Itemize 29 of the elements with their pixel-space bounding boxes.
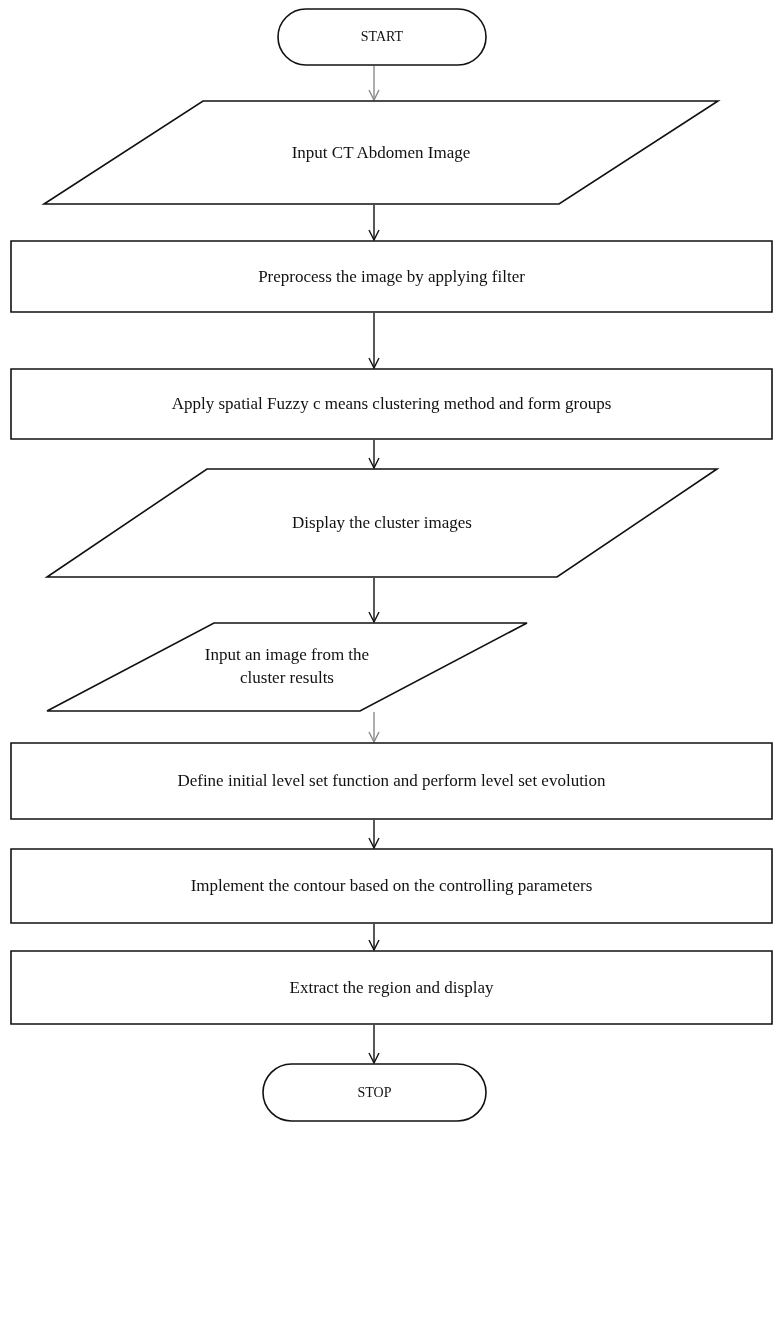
process-box [10, 240, 773, 313]
step-text: Implement the contour based on the controlling parameters [189, 874, 594, 897]
step-text: STOP [356, 1083, 393, 1102]
arrow [368, 711, 380, 743]
arrow [368, 1024, 380, 1064]
process-box [10, 742, 773, 820]
step-text: Input an image from the cluster results [203, 644, 371, 689]
io-parallelogram [43, 100, 719, 205]
arrow [368, 312, 380, 369]
arrow [368, 65, 380, 101]
step-text: Define initial level set function and perform level set evolution [176, 769, 607, 792]
io-parallelogram [46, 622, 528, 712]
arrow [368, 819, 380, 849]
step-text: Extract the region and display [288, 976, 495, 999]
step-text: Apply spatial Fuzzy c means clustering method and form groups [170, 392, 613, 415]
arrow [368, 923, 380, 951]
step-text: Display the cluster images [291, 511, 473, 534]
step-text: START [359, 27, 405, 46]
process-box [10, 950, 773, 1025]
step-text: Preprocess the image by applying filter [257, 265, 526, 288]
process-box [10, 848, 773, 924]
arrow [368, 204, 380, 241]
process-box [10, 368, 773, 440]
terminator-shape [262, 1063, 487, 1122]
step-text: Input CT Abdomen Image [290, 141, 472, 164]
arrow [368, 577, 380, 623]
arrow [368, 439, 380, 469]
terminator-shape [277, 8, 487, 66]
io-parallelogram [46, 468, 718, 578]
